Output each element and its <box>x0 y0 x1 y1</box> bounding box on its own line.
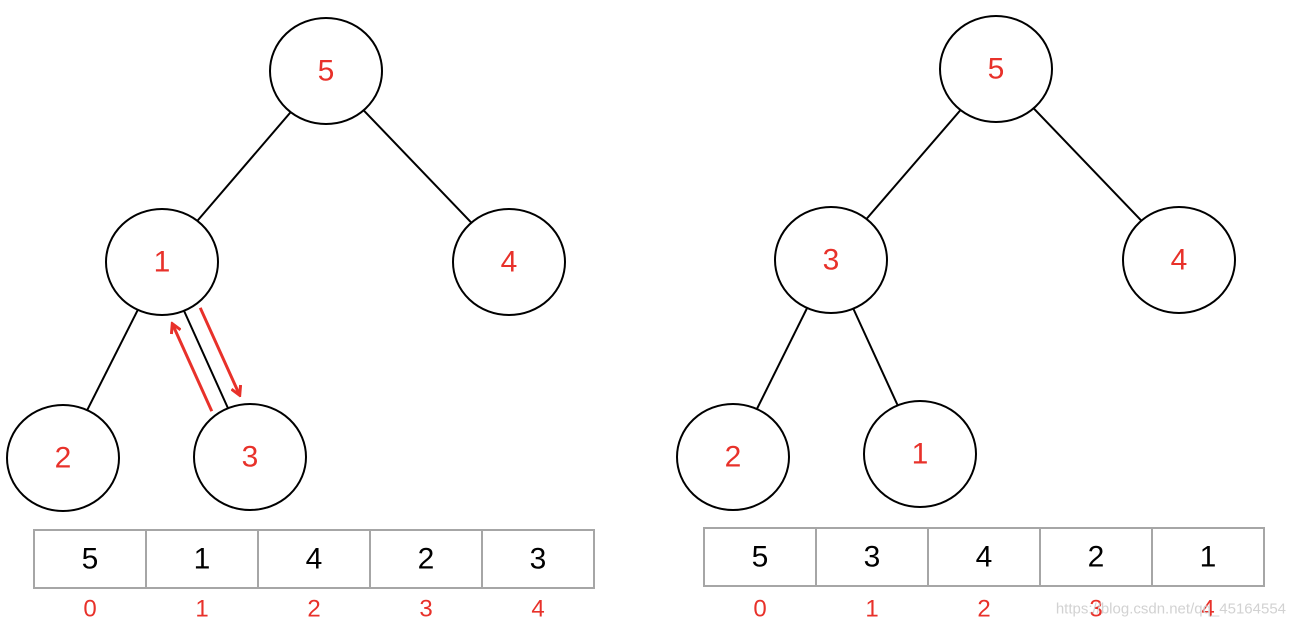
tree-node: 5 <box>939 15 1053 123</box>
array-index-label: 2 <box>307 596 320 623</box>
array-cell-value: 1 <box>1200 541 1217 574</box>
array-cell-value: 5 <box>752 541 769 574</box>
node-circle <box>774 206 888 314</box>
node-circle <box>6 404 120 512</box>
array-cell: 4 <box>257 529 371 589</box>
array-cell-value: 3 <box>864 541 881 574</box>
array-index-label: 3 <box>419 596 432 623</box>
node-circle <box>105 208 219 316</box>
tree-node: 5 <box>269 17 383 125</box>
right-heap: 5 3 4 2 1 5 3 4 2 1 0 1 2 3 4 <box>676 15 1265 623</box>
node-label: 2 <box>725 441 742 474</box>
array-cell-value: 2 <box>418 543 435 576</box>
array-cell-value: 2 <box>1088 541 1105 574</box>
tree-edge <box>86 309 139 411</box>
node-label: 3 <box>242 441 259 474</box>
tree-edge <box>183 310 229 409</box>
tree-edge <box>196 111 292 222</box>
tree-node: 4 <box>452 208 566 316</box>
array-index-label: 1 <box>865 596 878 623</box>
tree-edge <box>755 307 809 410</box>
left-heap-array: 5 1 4 2 3 0 1 2 3 4 <box>33 529 595 623</box>
array-cell-value: 4 <box>306 543 323 576</box>
node-label: 4 <box>501 246 518 279</box>
tree-edge <box>852 308 899 406</box>
node-circle <box>269 17 383 125</box>
left-heap: 5 1 4 2 3 5 1 4 2 3 0 1 2 3 4 <box>6 17 595 623</box>
array-cell: 5 <box>703 527 817 587</box>
array-cell-value: 3 <box>530 543 547 576</box>
array-index-label: 2 <box>977 596 990 623</box>
array-index-label: 0 <box>753 596 766 623</box>
array-index-label: 4 <box>531 596 544 623</box>
left-heap-nodes: 5 1 4 2 3 <box>6 17 566 512</box>
swap-up-arrow <box>173 325 214 412</box>
left-heap-edges <box>86 109 473 411</box>
array-index-label: 0 <box>83 596 96 623</box>
array-cell: 1 <box>145 529 259 589</box>
array-cell: 3 <box>815 527 929 587</box>
tree-node: 1 <box>863 400 977 508</box>
array-index-label: 3 <box>1089 596 1102 623</box>
array-cell: 4 <box>927 527 1041 587</box>
array-cell-box <box>703 527 817 587</box>
tree-node: 1 <box>105 208 219 316</box>
watermark-text: https://blog.csdn.net/qq_45164554 <box>1056 601 1286 618</box>
tree-edge <box>362 109 473 224</box>
node-label: 5 <box>318 55 335 88</box>
tree-node: 3 <box>774 206 888 314</box>
node-label: 3 <box>823 244 840 277</box>
array-cell-box <box>1151 527 1265 587</box>
node-circle <box>193 403 307 511</box>
array-index-label: 1 <box>195 596 208 623</box>
node-circle <box>1122 206 1236 314</box>
array-cell-box <box>369 529 483 589</box>
array-cell-value: 5 <box>82 543 99 576</box>
swap-down-arrow <box>198 307 239 395</box>
node-circle <box>939 15 1053 123</box>
array-cell: 2 <box>1039 527 1153 587</box>
tree-node: 2 <box>6 404 120 512</box>
node-label: 5 <box>988 53 1005 86</box>
array-cell: 3 <box>481 529 595 589</box>
array-cell: 2 <box>369 529 483 589</box>
node-circle <box>863 400 977 508</box>
tree-node: 4 <box>1122 206 1236 314</box>
array-cell-value: 1 <box>194 543 211 576</box>
node-circle <box>676 403 790 511</box>
array-index-label: 4 <box>1201 596 1214 623</box>
array-cell-box <box>481 529 595 589</box>
tree-node: 3 <box>193 403 307 511</box>
array-cell-box <box>257 529 371 589</box>
tree-node: 2 <box>676 403 790 511</box>
node-label: 1 <box>154 246 171 279</box>
node-label: 1 <box>912 438 929 471</box>
node-label: 2 <box>55 442 72 475</box>
array-cell-box <box>1039 527 1153 587</box>
array-cell: 1 <box>1151 527 1265 587</box>
array-cell-box <box>927 527 1041 587</box>
node-circle <box>452 208 566 316</box>
right-heap-array: 5 3 4 2 1 0 1 2 3 4 <box>703 527 1265 623</box>
node-label: 4 <box>1171 244 1188 277</box>
array-cell-value: 4 <box>976 541 993 574</box>
left-heap-swap-arrows <box>173 307 240 412</box>
right-heap-nodes: 5 3 4 2 1 <box>676 15 1236 511</box>
tree-edge <box>1032 107 1143 222</box>
tree-edge <box>865 109 962 220</box>
right-heap-edges <box>755 107 1143 410</box>
array-cell: 5 <box>33 529 147 589</box>
